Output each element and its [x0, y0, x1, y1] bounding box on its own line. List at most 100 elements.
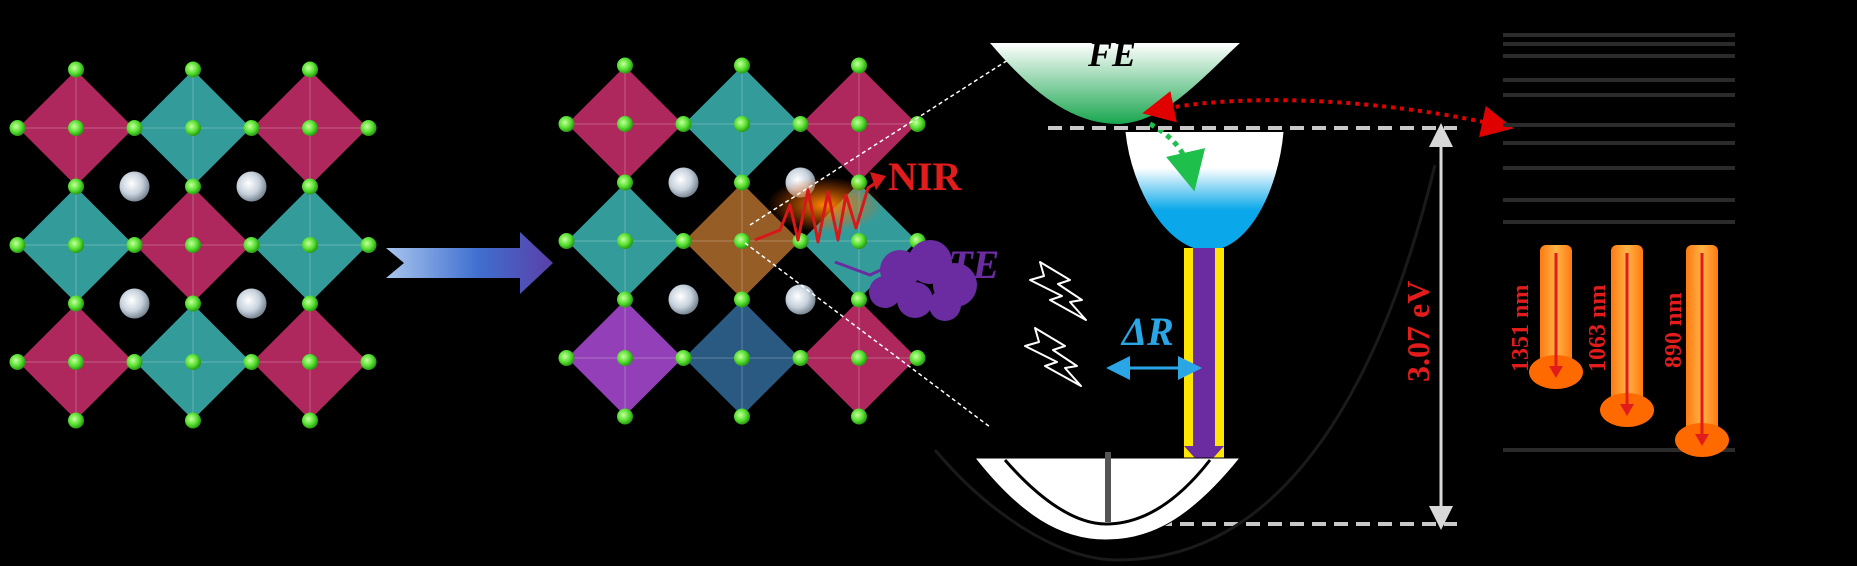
energy-transfer-arrow [1142, 91, 1514, 138]
halide-atom [126, 354, 143, 370]
halide-atom [68, 61, 84, 78]
halide-atom [302, 412, 318, 429]
halide-atom [68, 412, 84, 429]
halide-atom [851, 57, 867, 74]
halide-atom [617, 291, 633, 308]
halide-atom [185, 120, 201, 136]
halide-atom [185, 295, 201, 312]
cation-atom [668, 284, 699, 315]
cation-atom [236, 171, 267, 202]
ground-state-marker [1105, 452, 1111, 522]
nir-label: NIR [888, 154, 962, 199]
halide-atom [9, 237, 26, 253]
cation-atom [119, 171, 150, 202]
halide-atom [617, 116, 633, 132]
emission-label-890: 890 nm [1661, 293, 1687, 368]
halide-atom [734, 408, 750, 425]
halide-atom [68, 120, 84, 136]
lightning-icon [1024, 327, 1082, 387]
fe-label: FE [1087, 34, 1136, 74]
halide-atom [792, 233, 809, 249]
halide-atom [9, 120, 26, 136]
halide-atom [558, 350, 575, 366]
doping-arrow [386, 232, 553, 294]
halide-atom [185, 237, 201, 253]
halide-atom [302, 120, 318, 136]
emission-transitions [1529, 245, 1729, 457]
halide-atom [68, 295, 84, 312]
emission-arrowhead-icon [1695, 434, 1709, 446]
halide-atom [734, 116, 750, 132]
halide-atom [617, 174, 633, 191]
halide-atom [617, 408, 633, 425]
pristine-lattice [9, 61, 377, 429]
halide-atom [360, 237, 377, 253]
nir-wave-icon [754, 178, 881, 244]
emission-label-1351: 1351 nm [1508, 285, 1534, 372]
doped-lattice [558, 57, 926, 425]
halide-atom [243, 120, 260, 136]
lightning-icon [1029, 261, 1087, 321]
halide-atom [734, 174, 750, 191]
halide-atom [617, 233, 633, 249]
emission-bar-purple [1193, 248, 1215, 448]
halide-atom [185, 412, 201, 429]
halide-atom [9, 354, 26, 370]
halide-atom [302, 61, 318, 78]
gap-label: 3.07 eV [1400, 281, 1436, 382]
ground-state-curve [1003, 459, 1212, 526]
halide-atom [243, 354, 260, 370]
ste-arrow-icon [834, 260, 886, 277]
halide-atom [126, 120, 143, 136]
halide-atom [68, 178, 84, 195]
halide-atom [558, 233, 575, 249]
halide-atom [243, 237, 260, 253]
halide-atom [185, 178, 201, 195]
emission-label-1063: 1063 nm [1585, 285, 1611, 372]
delta-r-label: ΔR [1120, 309, 1174, 354]
halide-atom [675, 116, 692, 132]
zoom-line-top [749, 59, 1009, 226]
halide-atom [68, 354, 84, 370]
halide-atom [302, 354, 318, 370]
halide-atom [126, 237, 143, 253]
halide-atom [851, 350, 867, 366]
ste-cloud [869, 240, 977, 321]
halide-atom [675, 233, 692, 249]
halide-atom [617, 350, 633, 366]
halide-atom [909, 350, 926, 366]
emission-arrowhead-icon [1620, 404, 1634, 416]
halide-atom [360, 354, 377, 370]
halide-atom [851, 233, 867, 249]
halide-atom [734, 233, 750, 249]
cation-atom [668, 167, 699, 198]
ion-energy-levels [1503, 33, 1735, 452]
fe-band [990, 43, 1240, 124]
halide-atom [360, 120, 377, 136]
large-parabola [933, 164, 1437, 562]
halide-atom [734, 350, 750, 366]
zoom-line-bottom [744, 242, 991, 428]
cation-atom [119, 288, 150, 319]
halide-atom [851, 116, 867, 132]
halide-atom [734, 57, 750, 74]
halide-atom [302, 237, 318, 253]
ste-band [1124, 132, 1285, 252]
halide-atom [851, 408, 867, 425]
nir-arrowhead-icon [870, 172, 886, 190]
halide-atom [185, 61, 201, 78]
halide-atom [558, 116, 575, 132]
halide-atom [734, 291, 750, 308]
cation-atom [236, 288, 267, 319]
relaxation-arrow [1148, 121, 1206, 192]
halide-atom [792, 116, 809, 132]
halide-atom [617, 57, 633, 74]
halide-atom [675, 350, 692, 366]
halide-atom [302, 295, 318, 312]
halide-atom [302, 178, 318, 195]
halide-atom [185, 354, 201, 370]
halide-atom [909, 116, 926, 132]
halide-atom [68, 237, 84, 253]
